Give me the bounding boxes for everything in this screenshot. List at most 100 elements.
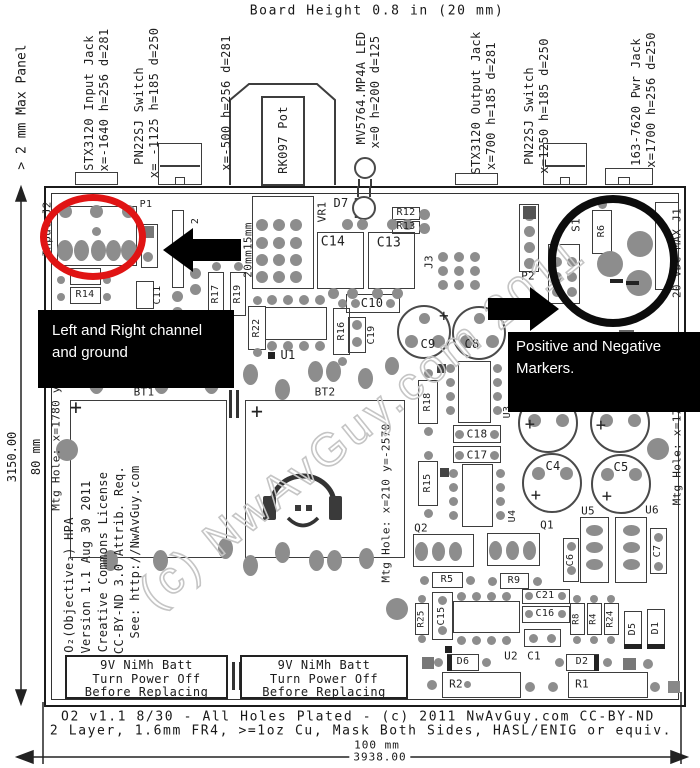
solder-pad [290, 237, 302, 249]
silk-mark [232, 662, 235, 690]
solder-pad [423, 368, 433, 378]
silk-label: J3 [422, 255, 436, 269]
solder-pad [454, 252, 464, 262]
silk-label: U5 [581, 504, 595, 518]
note-line: Left and Right channel [52, 322, 203, 339]
solder-pad [423, 450, 433, 460]
silk-label: + [524, 414, 536, 435]
silk-mark [440, 468, 449, 477]
silk-label: VR1 [315, 201, 329, 223]
board-height-note: Board Height 0.8 in (20 mm) [249, 3, 505, 19]
component-outline [418, 461, 438, 506]
potentiometer-outline [229, 83, 336, 185]
component-outline [458, 361, 491, 423]
solder-pad [419, 575, 429, 585]
solder-pad [628, 467, 642, 481]
solder-pad [337, 298, 347, 308]
solder-pad [485, 334, 499, 348]
battery-warning-line: Turn Power Off [92, 671, 201, 686]
component-outline [172, 210, 184, 288]
solder-pad [585, 524, 603, 536]
silk-mark [523, 206, 536, 219]
solder-pad [143, 252, 153, 262]
solder-pad [299, 295, 309, 305]
solder-pad [546, 633, 556, 643]
note-line: Positive and Negative [516, 338, 662, 355]
solder-pad [57, 276, 65, 284]
silk-label: D2 [575, 656, 589, 667]
solder-pad [418, 222, 430, 234]
component-outline [175, 177, 185, 185]
solder-pad [459, 334, 473, 348]
solder-pad [242, 363, 258, 385]
solder-pad [256, 237, 268, 249]
silk-label: R16 [336, 321, 347, 341]
solder-pad [585, 558, 603, 570]
silk-label: D7 [333, 196, 349, 210]
solder-pad [454, 280, 464, 290]
solder-pad [470, 280, 480, 290]
panel-thickness-note: > 2 mm Max Panel [14, 44, 30, 170]
solder-pad [470, 266, 480, 276]
solder-pad [445, 363, 455, 373]
solder-pad [346, 287, 358, 299]
solder-pad [352, 337, 362, 347]
silk-label: R24 [605, 610, 616, 628]
solder-pad [495, 468, 505, 478]
solder-pad [445, 405, 455, 415]
solder-pad [356, 218, 368, 230]
silk-label: U6 [645, 503, 659, 517]
footer-line-1: O2 v1.1 8/30 - All Holes Plated - (c) 20… [61, 709, 655, 725]
solder-pad [217, 537, 233, 559]
silk-label: 20mm15mm [241, 222, 255, 278]
solder-pad [505, 540, 519, 560]
solder-pad [590, 636, 598, 644]
silk-label: R5 [440, 574, 454, 585]
component-outline [522, 606, 570, 623]
note-line: and ground [52, 344, 128, 361]
silk-label: R22 [251, 318, 262, 338]
battery-warning-line: Before Replacing [84, 685, 209, 699]
silk-mark [624, 644, 642, 649]
silk-mark [647, 644, 665, 649]
solder-pad [473, 312, 485, 324]
solder-pad [602, 657, 612, 667]
battery-warning-line: Before Replacing [262, 685, 386, 699]
silk-label: x=700 h=185 d=281 [484, 42, 498, 170]
component-outline [563, 538, 579, 582]
component-outline [70, 400, 227, 558]
solder-pad [423, 426, 433, 436]
silk-mark [422, 657, 434, 669]
solder-pad [558, 592, 566, 600]
component-outline [462, 464, 493, 527]
silk-label: BT1 [133, 385, 155, 399]
silk-label: BT2 [314, 385, 336, 399]
silk-label: See: http://NwAvGuy.com [128, 465, 142, 639]
solder-pad [653, 561, 663, 571]
silk-label: RK097 Pot [276, 106, 290, 174]
silk-label: C1 [527, 649, 541, 663]
component-outline [500, 573, 529, 589]
solder-pad [454, 429, 464, 439]
smiley-headphones-logo [263, 473, 342, 528]
solder-pad [607, 636, 615, 644]
silk-label: 2 [190, 217, 201, 225]
silk-label: C18 [466, 427, 488, 441]
solder-pad [267, 295, 277, 305]
solder-pad [548, 682, 558, 692]
component-outline [333, 308, 350, 355]
silk-label: R17 [210, 284, 221, 304]
silk-label: x=-1640 h=256 d=281 [97, 28, 111, 172]
silk-label: Q1 [540, 518, 554, 532]
board-width-dim: 3938.00 [349, 750, 411, 764]
solder-pad [643, 659, 653, 669]
silk-label: + [250, 399, 264, 423]
solder-pad [486, 591, 496, 601]
solder-pad [528, 633, 538, 643]
solder-pad [531, 466, 545, 480]
capacitor-outline [591, 454, 651, 514]
solder-pad [495, 482, 505, 492]
solder-pad [404, 334, 418, 348]
silk-mark [594, 655, 599, 671]
component-outline [453, 425, 501, 443]
